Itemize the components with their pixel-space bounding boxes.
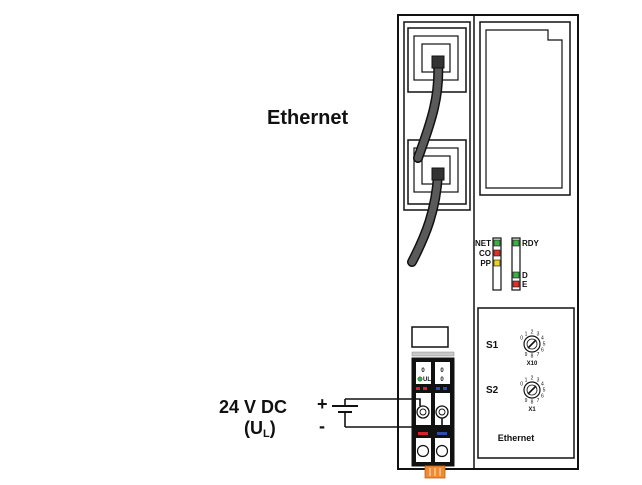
terminal-r1-right: 0 (440, 368, 444, 374)
dial-digit: 8 (531, 354, 534, 360)
s2-scale: X1 (528, 407, 536, 413)
dial-digit: 5 (543, 342, 546, 348)
dial-digit: 2 (531, 330, 534, 336)
dial-digit: 6 (541, 394, 544, 400)
terminal-block: 0 0 UL 0 (411, 326, 455, 479)
voltage-label: 24 V DC (219, 397, 287, 417)
ethernet-label: Ethernet (267, 107, 348, 129)
terminal-screw-plus[interactable] (416, 405, 430, 419)
dial-digit: 0 (520, 382, 523, 388)
net-led-label: NET (475, 239, 491, 248)
pp-led (493, 259, 501, 267)
dial-digit: 9 (525, 398, 528, 404)
dial-digit: 7 (537, 398, 540, 404)
dial-digit: 4 (541, 336, 544, 342)
co-led (493, 249, 501, 257)
d-led (512, 271, 520, 279)
plus-sign: + (317, 394, 328, 414)
dial-digit: 7 (537, 352, 540, 358)
dial-digit: 2 (531, 376, 534, 382)
dial-digit: 4 (541, 382, 544, 388)
s2-label: S2 (486, 385, 499, 396)
terminal-ul-label: UL (423, 377, 431, 383)
power-wiring (332, 398, 443, 428)
e-led (512, 280, 520, 288)
dial-digit: 0 (520, 336, 523, 342)
dial-digit: 6 (541, 348, 544, 354)
rdy-led-label: RDY (522, 239, 540, 248)
terminal-r1-left: 0 (421, 368, 425, 374)
dial-digit: 8 (531, 400, 534, 406)
dial-digit: 5 (543, 388, 546, 394)
dial-digit: 3 (537, 331, 540, 337)
pp-led-label: PP (480, 259, 491, 268)
dial-digit: 3 (537, 377, 540, 383)
dial-digit: 9 (525, 352, 528, 358)
co-led-label: CO (479, 249, 491, 258)
s1-scale: X10 (527, 361, 538, 367)
led-status-area: NET CO PP RDY D E (475, 237, 540, 291)
ethernet-cables (407, 55, 445, 267)
minus-sign: - (319, 416, 325, 436)
s1-label: S1 (486, 340, 499, 351)
dial-digit: 1 (525, 331, 528, 337)
ethernet-panel-label: Ethernet (498, 433, 535, 443)
dial-digit: 1 (525, 377, 528, 383)
e-led-label: E (522, 280, 528, 289)
ul-label: (UL) (244, 418, 276, 440)
d-led-label: D (522, 271, 528, 280)
rdy-led (512, 239, 520, 247)
net-led (493, 239, 501, 247)
terminal-r2-right: 0 (440, 377, 444, 383)
terminal-screw-minus[interactable] (435, 405, 449, 419)
